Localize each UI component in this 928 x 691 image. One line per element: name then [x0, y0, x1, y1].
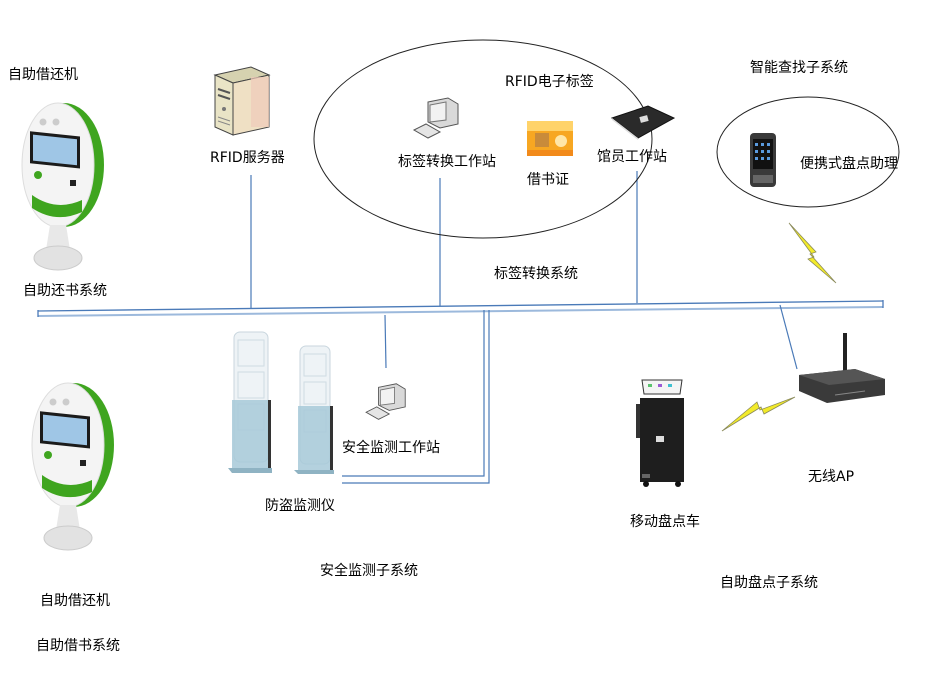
- security-system-label: 安全监测子系统: [320, 563, 418, 579]
- anti-theft-gate-icon: [228, 331, 334, 474]
- workstation-icon: [412, 97, 459, 139]
- wireless-ap-icon: [799, 333, 885, 403]
- main-bus: [37, 300, 884, 317]
- bottom-kiosk-label: 自助借还机: [40, 593, 110, 609]
- return-system-label: 自助还书系统: [23, 283, 107, 299]
- rfid-reader-icon: [610, 105, 676, 140]
- rfid-group-ellipse: [313, 39, 653, 239]
- smart-search-ellipse: [716, 96, 900, 208]
- cart-label: 移动盘点车: [630, 514, 700, 530]
- handheld-label: 便携式盘点助理: [800, 156, 898, 172]
- librarian-station-label: 馆员工作站: [597, 149, 667, 165]
- ap-link: [779, 304, 798, 370]
- server-label: RFID服务器: [210, 150, 285, 166]
- borrow-system-label: 自助借书系统: [36, 638, 120, 654]
- smart-search-title: 智能查找子系统: [750, 60, 848, 76]
- server-icon: [213, 66, 271, 136]
- library-card-label: 借书证: [527, 172, 569, 188]
- bus-label: 标签转换系统: [494, 266, 578, 282]
- top-kiosk-label: 自助借还机: [8, 67, 78, 83]
- workstation-icon: [365, 383, 406, 420]
- tag-station-label: 标签转换工作站: [398, 154, 496, 170]
- security-station-link: [384, 314, 387, 369]
- self-service-kiosk-icon: [21, 102, 104, 271]
- library-card-icon: [527, 121, 573, 156]
- ap-label: 无线AP: [808, 469, 855, 485]
- security-station-label: 安全监测工作站: [342, 440, 440, 456]
- lightning-icon: [788, 222, 837, 284]
- inventory-cart-icon: [636, 379, 684, 487]
- rfid-tag-title: RFID电子标签: [505, 74, 594, 90]
- gate-link: [342, 310, 490, 484]
- gate-label: 防盗监测仪: [265, 498, 335, 514]
- inventory-system-label: 自助盘点子系统: [720, 575, 818, 591]
- self-service-kiosk-icon: [31, 382, 114, 551]
- lightning-icon: [721, 396, 796, 432]
- handheld-terminal-icon: [750, 133, 776, 187]
